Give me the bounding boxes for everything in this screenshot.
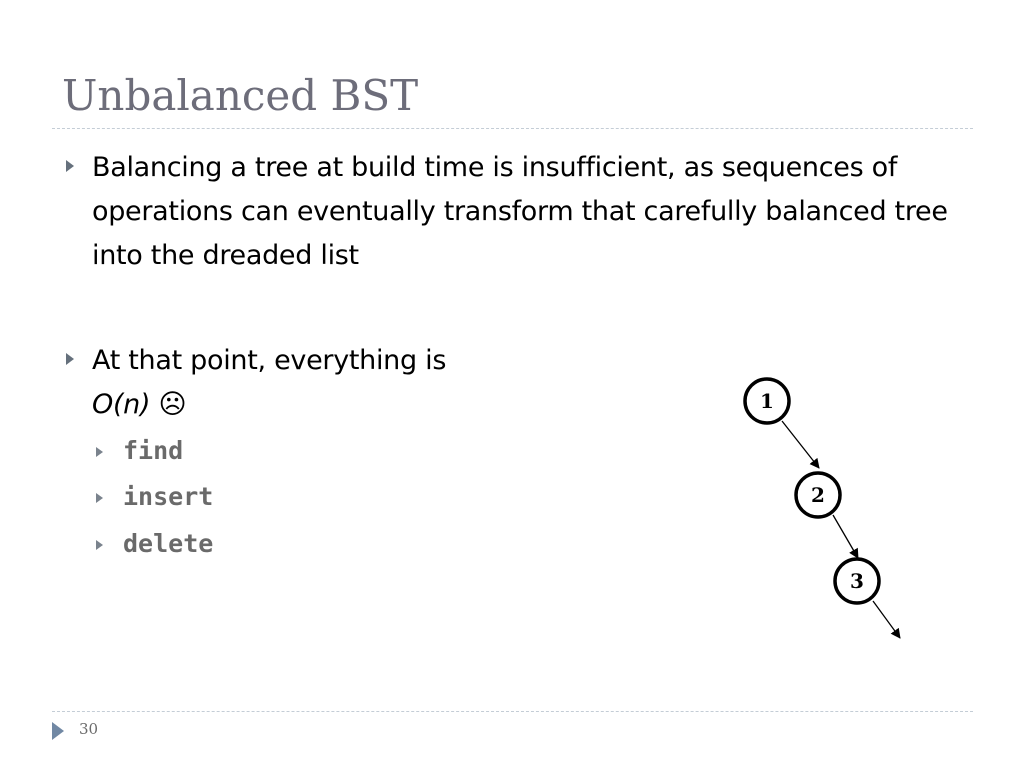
bullet-text-complexity: At that point, everything is O(n) ☹: [92, 339, 522, 427]
footer-divider: [52, 711, 973, 712]
bullet-text-balancing: Balancing a tree at build time is insuff…: [92, 152, 948, 271]
edge-3-null: [872, 600, 901, 639]
sub-bullet-arrow-icon: [96, 540, 103, 550]
sub-bullet-arrow-icon: [96, 447, 103, 457]
edge-2-3: [832, 514, 859, 559]
op-delete: delete: [123, 529, 214, 558]
node-label: 1: [760, 389, 774, 413]
complexity-intro: At that point, everything is: [92, 345, 447, 376]
page-number: 30: [79, 720, 99, 738]
title-divider: [52, 128, 973, 129]
complexity-line: O(n) ☹: [92, 383, 522, 427]
bullet-arrow-icon: [66, 353, 74, 365]
tree-node-3: 3: [833, 557, 881, 605]
op-insert: insert: [123, 482, 214, 511]
tree-node-2: 2: [794, 471, 842, 519]
op-find: find: [123, 436, 184, 465]
edge-1-2: [781, 420, 820, 469]
slide-title: Unbalanced BST: [62, 71, 419, 120]
frown-face-icon: ☹: [158, 389, 187, 420]
bullet-arrow-icon: [66, 160, 74, 172]
tree-node-1: 1: [743, 377, 791, 425]
sub-bullet-arrow-icon: [96, 493, 103, 503]
big-o-notation: O(n): [92, 389, 151, 420]
node-label: 2: [811, 483, 825, 507]
node-label: 3: [850, 569, 864, 593]
footer-arrow-icon: [52, 722, 64, 740]
